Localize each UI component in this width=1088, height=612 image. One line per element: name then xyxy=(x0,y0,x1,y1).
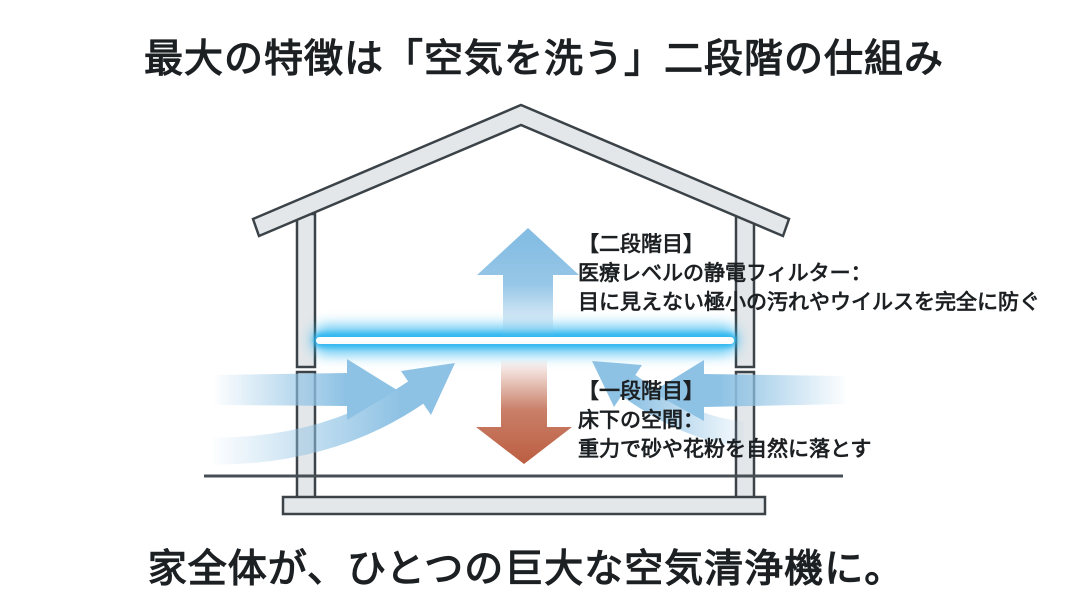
footer-title: 家全体が、ひとつの巨大な空気清浄機に。 xyxy=(147,548,905,591)
right-curved-arrow-head xyxy=(592,361,642,407)
stage2-heading: 【二段階目】 xyxy=(578,233,704,256)
right-inflow-arrow-icon xyxy=(652,360,846,421)
left-curved-arrow-icon xyxy=(211,363,455,465)
roof xyxy=(251,103,791,238)
left-wall-upper xyxy=(295,212,317,369)
stage1-annotation: 【一段階目】 床下の空間： 重力で砂や花粉を自然に落とす xyxy=(578,377,871,464)
main-title: 最大の特徴は「空気を洗う」二段階の仕組み xyxy=(143,38,944,81)
up-arrow-icon xyxy=(477,228,579,336)
filter-core xyxy=(316,337,734,344)
filter-bar xyxy=(312,326,738,354)
right-curved-arrow-icon xyxy=(592,361,746,447)
stage2-line2: 目に見えない極小の汚れやウイルスを完全に防ぐ xyxy=(578,291,1040,314)
stage2-annotation: 【二段階目】 医療レベルの静電フィルター： 目に見えない極小の汚れやウイルスを完… xyxy=(578,230,1040,317)
left-curved-arrow-head xyxy=(401,363,455,415)
foundation-slab xyxy=(281,495,767,516)
stage1-line2: 重力で砂や花粉を自然に落とす xyxy=(578,438,872,461)
down-arrow-icon xyxy=(476,360,572,464)
stage2-line1: 医療レベルの静電フィルター： xyxy=(578,262,872,285)
left-curved-arrow-tail xyxy=(211,379,426,465)
stage1-line1: 床下の空間： xyxy=(578,409,704,432)
stage1-heading: 【一段階目】 xyxy=(578,380,704,403)
left-inflow-arrow-icon xyxy=(214,359,397,420)
right-curved-arrow-tail xyxy=(620,374,746,447)
